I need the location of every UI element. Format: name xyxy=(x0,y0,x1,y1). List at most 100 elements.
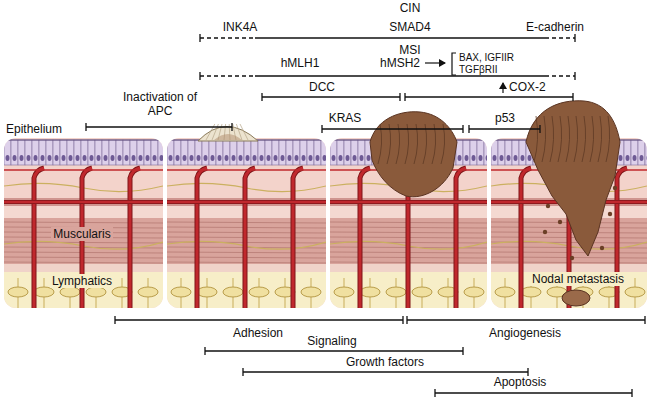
epithelial-cell xyxy=(237,140,244,165)
cell-nucleus xyxy=(626,155,630,161)
lymph-node xyxy=(197,287,217,297)
epithelial-cell xyxy=(314,140,321,165)
epithelial-cell xyxy=(505,140,512,165)
cell-nucleus xyxy=(225,155,229,161)
tumour-texture xyxy=(566,116,570,162)
process-label: Growth factors xyxy=(346,355,424,369)
tumour-texture xyxy=(574,116,578,162)
cell-nucleus xyxy=(90,155,94,161)
epithelial-cell xyxy=(484,140,487,165)
bracket-tick xyxy=(574,34,575,42)
gene-bracket xyxy=(243,368,528,376)
colon-wall-panel xyxy=(4,138,163,308)
blood-vessel xyxy=(617,168,627,308)
up-arrow xyxy=(502,83,503,93)
lymph-node xyxy=(223,287,243,297)
cell-nucleus xyxy=(41,155,45,161)
tumour-texture xyxy=(432,124,436,164)
cell-nucleus xyxy=(367,155,371,161)
epithelial-cell xyxy=(307,140,314,165)
cell-nucleus xyxy=(239,155,243,161)
cell-nucleus xyxy=(27,155,31,161)
cell-nucleus xyxy=(34,155,38,161)
bracket-tick xyxy=(242,368,243,376)
bracket-tick xyxy=(462,125,463,133)
epithelial-cell xyxy=(279,140,286,165)
epithelial-cell xyxy=(74,140,81,165)
epithelial-cell xyxy=(321,140,326,165)
cell-nucleus xyxy=(274,155,278,161)
epithelial-cell xyxy=(202,140,209,165)
cell-nucleus xyxy=(253,155,257,161)
dysplasia xyxy=(214,134,242,140)
cell-nucleus xyxy=(633,155,637,161)
lymph-node xyxy=(464,287,484,297)
instability-label: MSI xyxy=(399,43,420,57)
lamina-propria xyxy=(167,138,326,308)
epithelial-cell xyxy=(109,140,116,165)
metastatic-lymph-node xyxy=(562,290,590,306)
epithelial-cell xyxy=(230,140,237,165)
epithelial-cell xyxy=(258,140,265,165)
epithelial-cell xyxy=(32,140,39,165)
lymph-node xyxy=(495,287,515,297)
tumour-texture xyxy=(405,124,409,164)
blood-vessel-edge xyxy=(167,200,326,204)
layer-label: Muscularis xyxy=(51,227,112,241)
capillary xyxy=(167,169,326,171)
cell-nucleus xyxy=(316,155,320,161)
cell-nucleus xyxy=(146,155,150,161)
process-label: Apoptosis xyxy=(494,375,547,389)
epithelial-cell xyxy=(358,140,365,165)
tumour-texture xyxy=(423,124,427,164)
gene-name: COX-2 xyxy=(509,80,546,94)
invading-cells xyxy=(600,246,604,250)
epithelial-cell xyxy=(519,140,526,165)
gene-bracket xyxy=(200,34,575,42)
cell-nucleus xyxy=(232,155,236,161)
epithelial-cell xyxy=(167,140,174,165)
cell-nucleus xyxy=(302,155,306,161)
process-label: Signaling xyxy=(307,334,356,348)
bracket-tick xyxy=(539,125,540,133)
bracket-line xyxy=(407,319,645,320)
blood-vessel xyxy=(330,201,487,203)
epithelial-cell xyxy=(300,140,307,165)
bracket-line xyxy=(243,371,528,372)
blood-vessel-edge xyxy=(293,168,303,308)
tumour-texture xyxy=(582,116,586,162)
lymph-node xyxy=(521,287,541,297)
cell-nucleus xyxy=(76,155,80,161)
epithelial-cell xyxy=(144,140,151,165)
blood-vessel-edge xyxy=(4,200,163,204)
bracket-line xyxy=(255,37,545,38)
invading-cells xyxy=(570,256,574,260)
bracket-line xyxy=(262,96,400,97)
cell-nucleus xyxy=(197,155,201,161)
gene-name: DCC xyxy=(309,80,335,94)
capillary xyxy=(4,169,163,171)
bracket-tick xyxy=(404,93,405,101)
bracket-line xyxy=(205,350,463,351)
epithelial-cell xyxy=(151,140,158,165)
cell-nucleus xyxy=(211,155,215,161)
gene-bracket xyxy=(405,93,573,101)
blood-vessel-edge xyxy=(330,200,487,204)
epithelial-cell xyxy=(265,140,272,165)
lymph-node xyxy=(8,287,28,297)
epithelial-cell xyxy=(39,140,46,165)
cell-nucleus xyxy=(218,155,222,161)
gene-bracket xyxy=(205,347,463,355)
gene-name: SMAD4 xyxy=(389,20,430,34)
epithelial-cell xyxy=(337,140,344,165)
bracket-line xyxy=(322,128,463,129)
epithelial-cell xyxy=(491,140,498,165)
cell-nucleus xyxy=(160,155,164,161)
cell-nucleus xyxy=(83,155,87,161)
cell-nucleus xyxy=(479,155,483,161)
cell-nucleus xyxy=(458,155,462,161)
bracket-tick xyxy=(321,125,322,133)
cell-nucleus xyxy=(500,155,504,161)
cell-nucleus xyxy=(339,155,343,161)
gene-bracket xyxy=(469,125,540,133)
